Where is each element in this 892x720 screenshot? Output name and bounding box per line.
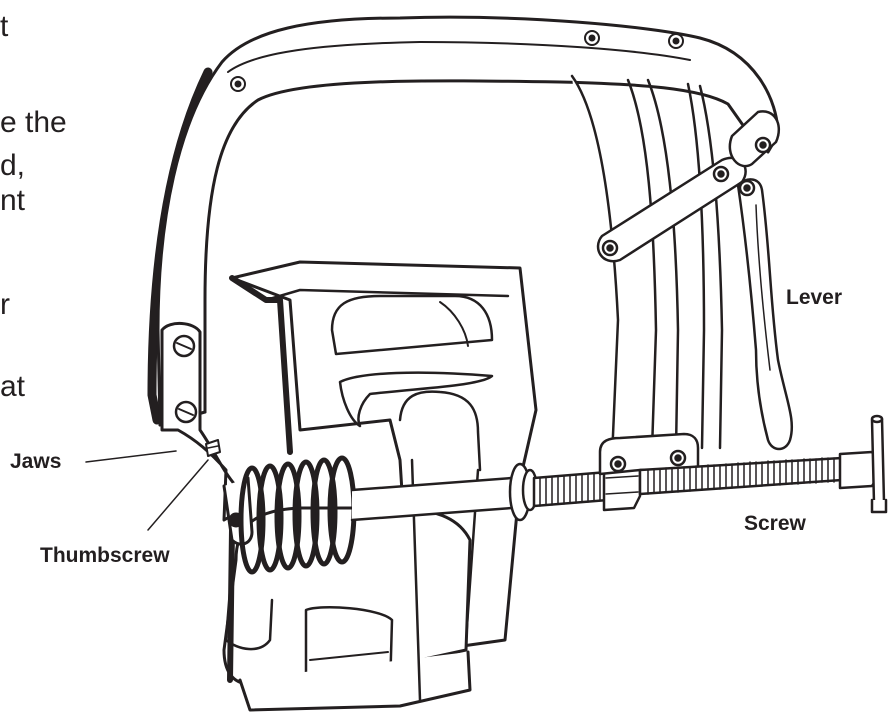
cut-text-5: r [0,288,10,321]
jaws-arm [160,322,254,546]
label-screw: Screw [744,512,807,535]
cut-text-3: d, [0,149,26,182]
label-thumbscrew: Thumbscrew [40,544,170,567]
cut-text-4: nt [0,184,26,217]
linkage [596,110,794,451]
jaws-leader [85,450,177,463]
screw-rod [350,414,888,522]
frame-rivets [230,30,684,92]
spring [238,455,357,575]
thumbscrew [205,439,221,457]
lever-handle [736,178,794,451]
body-block [222,260,538,712]
cut-text-1: t [0,10,9,43]
label-lever: Lever [786,286,842,309]
cut-text-6: at [0,370,26,403]
label-jaws: Jaws [10,450,61,473]
frame-arm [570,74,724,460]
cut-text-2: e the [0,106,67,139]
leader-lines [85,450,209,531]
thumbscrew-leader [147,459,209,531]
